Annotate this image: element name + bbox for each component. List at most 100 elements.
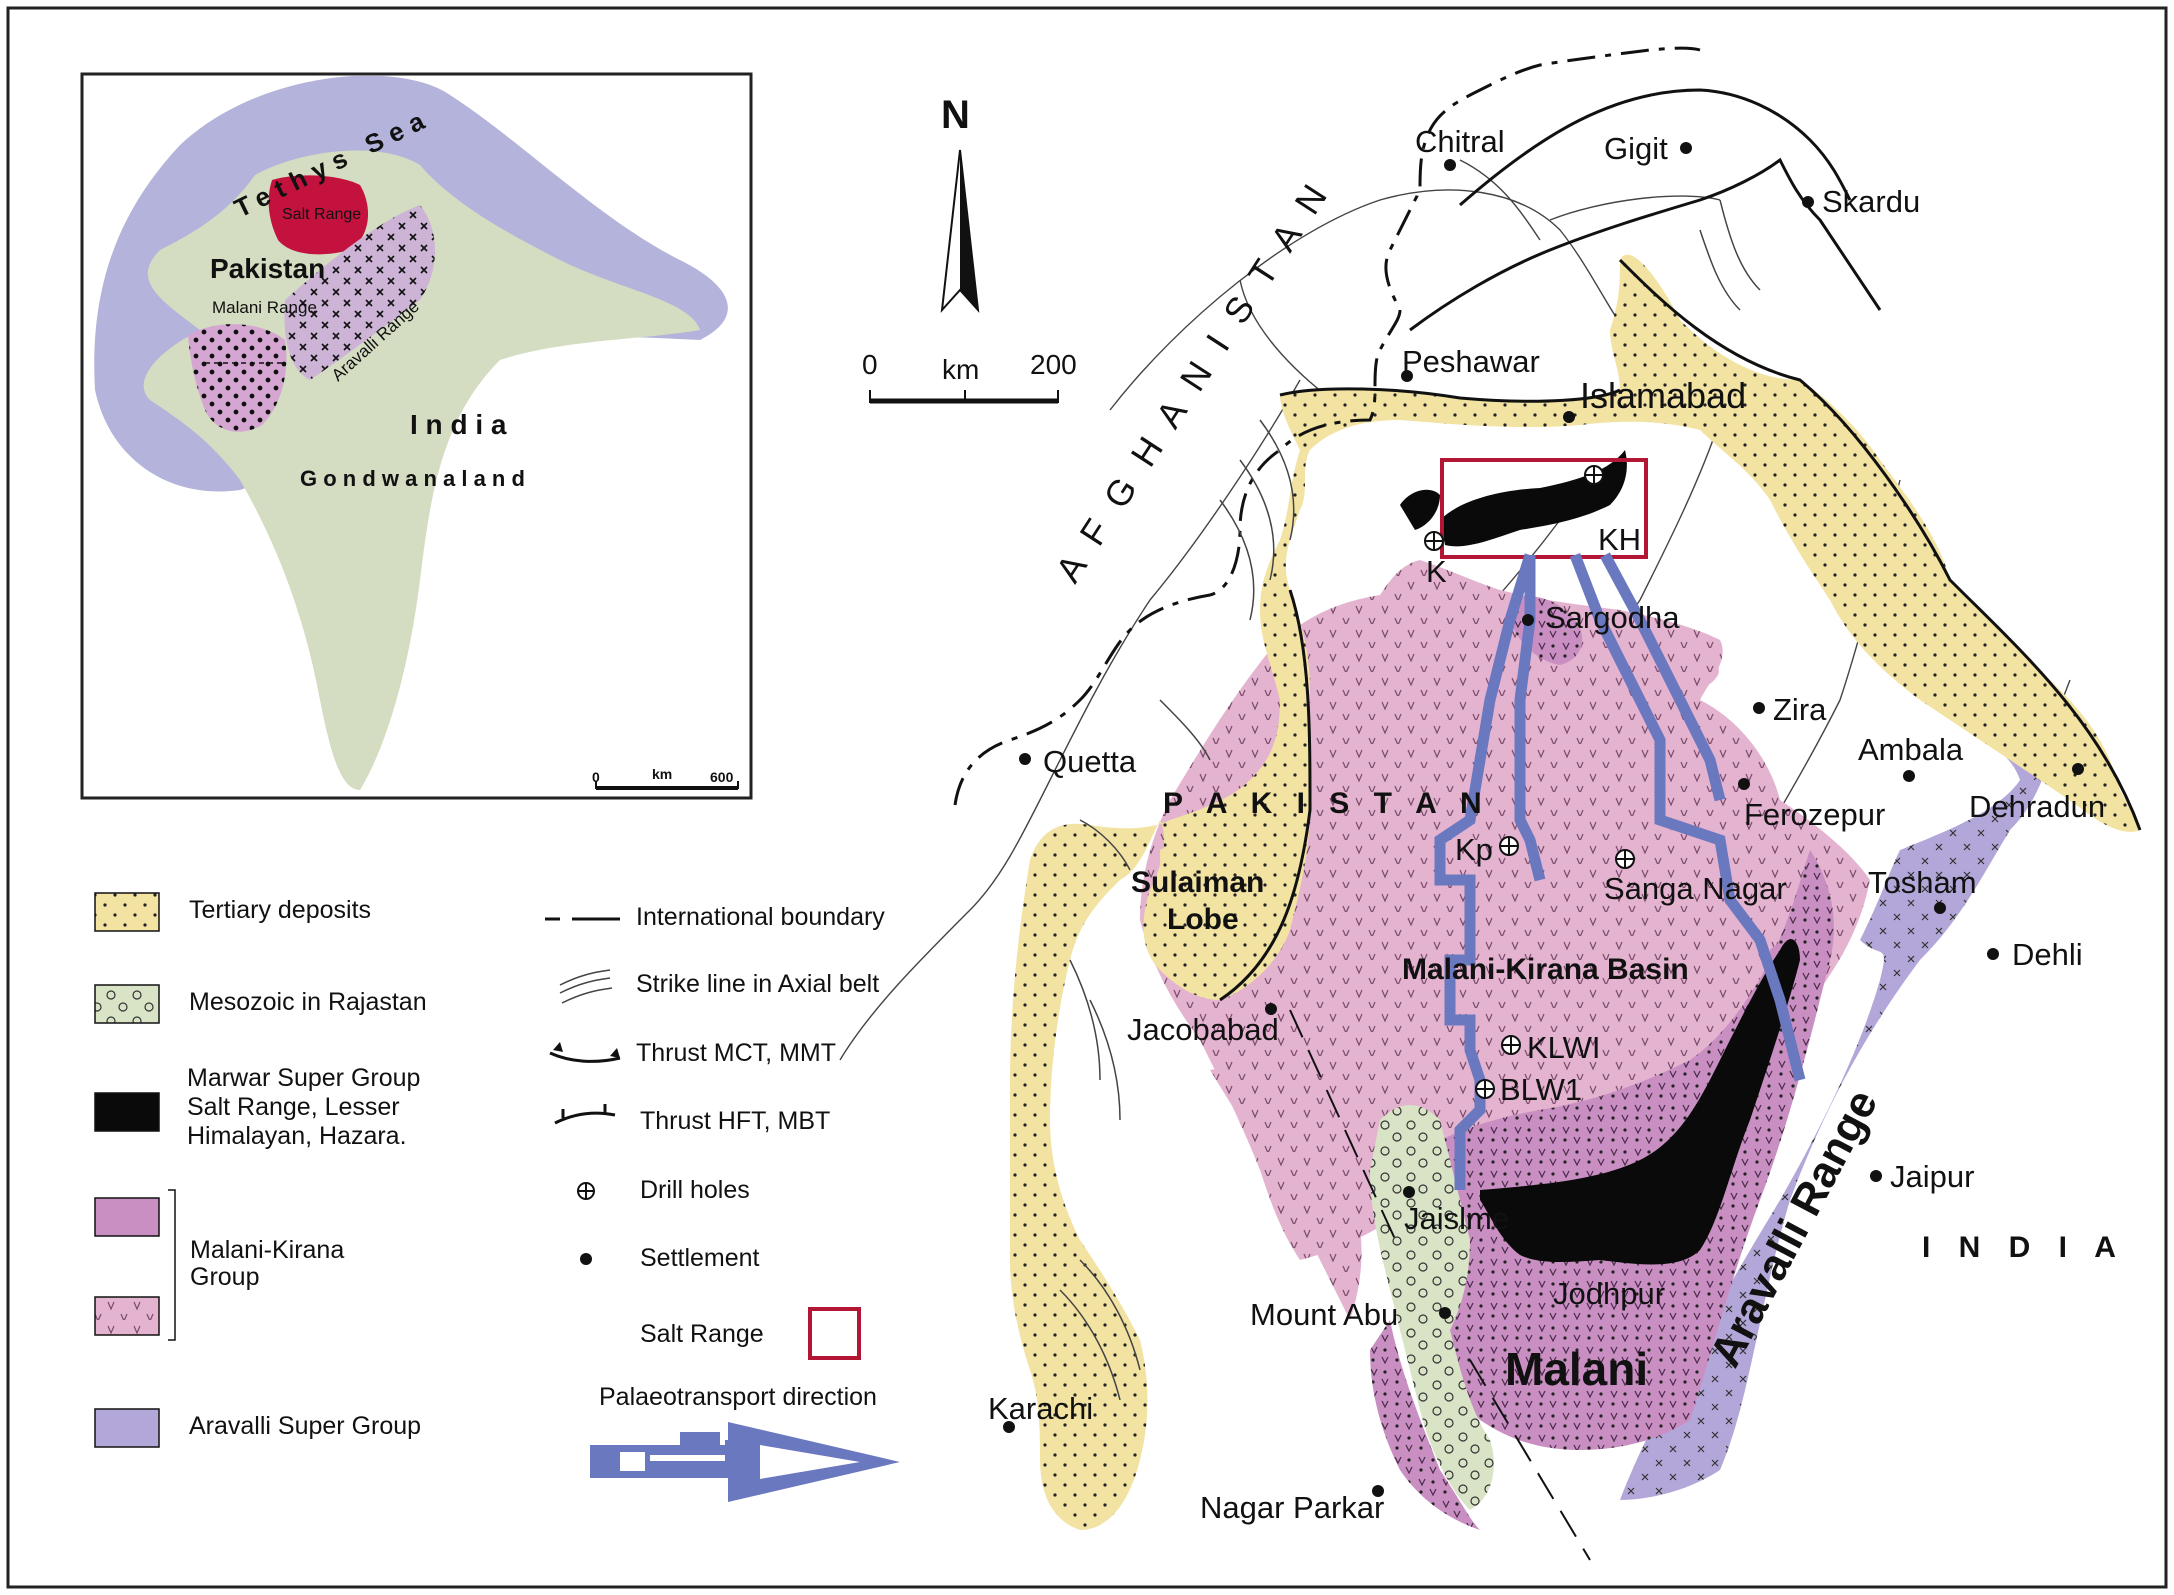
legend-symbol-palaeo (590, 1422, 900, 1502)
label-jaislme: Jaislme (1404, 1201, 1509, 1236)
label-ambala: Ambala (1858, 732, 1964, 767)
thrust-hft-north-edge (1279, 387, 1621, 403)
inset-pakistan-label: Pakistan (210, 253, 325, 284)
legend-label-thrust-hft: Thrust HFT, MBT (640, 1107, 830, 1135)
legend-symbol-thrust-mct (549, 1042, 621, 1063)
label-mount-abu: Mount Abu (1250, 1297, 1398, 1332)
scale-bar: 0 km 200 (862, 349, 1077, 404)
svg-text:200: 200 (1030, 349, 1077, 380)
north-letter: N (941, 93, 970, 137)
label-nagar-parkar: Nagar Parkar (1200, 1490, 1384, 1525)
legend-swatch-marwar (94, 1092, 160, 1132)
drill-holes (1424, 465, 1635, 1099)
aravalli-super-group (1620, 701, 2060, 1500)
label-tosham: Tosham (1868, 865, 1977, 900)
strike-lines (1059, 199, 1761, 1401)
western-v-belt (1210, 1060, 1362, 1320)
label-chitral: Chitral (1415, 124, 1505, 159)
legend-label-strike: Strike line in Axial belt (636, 970, 879, 998)
inset-malani-label: Malani Range (212, 298, 317, 317)
svg-text:600: 600 (710, 769, 734, 785)
inset-salt-range (268, 175, 369, 255)
legend-swatch-aravalli (94, 1408, 160, 1448)
legend-swatch-mesozoic (94, 984, 160, 1024)
legend-label-thrust-mct: Thrust MCT, MMT (636, 1039, 836, 1067)
legend-label-boundary: International boundary (636, 903, 885, 931)
thrust-mct-north (1459, 88, 1852, 207)
label-k: K (1426, 554, 1447, 589)
north-arrow: N (940, 93, 980, 313)
legend-symbol-salt-range (808, 1307, 861, 1360)
label-sulaiman: Sulaiman (1131, 866, 1264, 899)
label-peshawar: Peshawar (1402, 344, 1540, 379)
inset-aravalli-range (284, 205, 435, 380)
label-kp: Kp (1455, 832, 1493, 867)
tertiary-deposits (1010, 254, 2140, 1530)
label-klwi: KLWI (1527, 1030, 1601, 1065)
label-quetta: Quetta (1043, 744, 1137, 779)
legend-swatch-malani-v (94, 1296, 160, 1336)
legend-label-aravalli: Aravalli Super Group (189, 1412, 421, 1440)
afghanistan-label: A F G H A N I S T A N (1047, 172, 1338, 589)
inset-malani-range (188, 324, 287, 432)
legend-label-palaeo: Palaeotransport direction (599, 1383, 877, 1411)
legend: Tertiary deposits Mesozoic in Rajastan M… (94, 892, 900, 1502)
legend-symbol-drill (577, 1182, 595, 1200)
figure-frame (6, 6, 2168, 1589)
label-gigit: Gigit (1604, 131, 1668, 166)
legend-label-mesozoic: Mesozoic in Rajastan (189, 988, 427, 1016)
label-skardu: Skardu (1822, 184, 1920, 219)
label-malani: Malani (1505, 1343, 1648, 1395)
marwar-jodhpur-black (1480, 939, 1800, 1265)
fault-lines (1289, 1009, 1591, 1561)
label-sargodha: Sargodha (1545, 600, 1680, 635)
mesozoic-rajastan (1370, 1105, 1494, 1510)
legend-symbol-settlement (580, 1253, 592, 1265)
india-label: I N D I A (1922, 1231, 2126, 1264)
legend-label-tertiary: Tertiary deposits (189, 896, 371, 924)
legend-label-settlement: Settlement (640, 1244, 760, 1272)
legend-swatch-malani-plain (94, 1197, 160, 1237)
label-kh: KH (1598, 522, 1641, 557)
label-ferozepur: Ferozepur (1744, 797, 1885, 832)
inset-scale-bar: 0 km 600 (592, 766, 739, 790)
label-jacobabad: Jacobabad (1127, 1012, 1279, 1047)
main-map (839, 46, 2142, 1561)
label-jaipur: Jaipur (1890, 1159, 1974, 1194)
pakistan-label: P A K I S T A N (1163, 787, 1490, 820)
thrust-mct-south (1409, 157, 1882, 332)
label-islamabad: Islamabad (1580, 375, 1746, 416)
svg-text:0: 0 (592, 769, 600, 785)
inset-map: Tethys Sea Salt Range Pakistan Malani Ra… (80, 72, 753, 800)
inset-gondwana-label: G o n d w a n a l a n d (300, 466, 525, 491)
label-jodhpur: Jodhpur (1553, 1276, 1665, 1311)
label-dehradun: Dehradun (1969, 789, 2105, 824)
label-dehli: Dehli (2012, 937, 2083, 972)
label-lobe: Lobe (1167, 903, 1239, 936)
legend-label-salt-range: Salt Range (640, 1320, 764, 1348)
thrust-hft-sulaiman-edge (1219, 589, 1312, 1002)
inset-salt-range-label: Salt Range (282, 206, 361, 223)
label-zira: Zira (1773, 692, 1827, 727)
legend-label-drill: Drill holes (640, 1176, 750, 1204)
label-basin: Malani-Kirana Basin (1402, 953, 1689, 986)
marwar-salt-range-black (1440, 450, 1627, 547)
malani-dark-outcrop (1390, 850, 1834, 1450)
svg-text:0: 0 (862, 349, 878, 380)
label-blw1: BLW1 (1500, 1072, 1582, 1107)
label-karachi: Karachi (988, 1391, 1093, 1426)
legend-symbol-thrust-hft (554, 1104, 616, 1125)
gondwanaland-landmass (143, 150, 700, 790)
legend-swatch-tertiary (94, 892, 160, 932)
legend-symbol-strike (559, 969, 613, 1004)
salt-range-box (1440, 458, 1648, 559)
label-sanga-nagar: Sanga Nagar (1604, 871, 1787, 906)
international-boundary (953, 46, 1701, 806)
svg-text:km: km (942, 354, 979, 385)
inset-india-label: I n d i a (410, 409, 507, 440)
settlement-dots (1003, 142, 2084, 1497)
